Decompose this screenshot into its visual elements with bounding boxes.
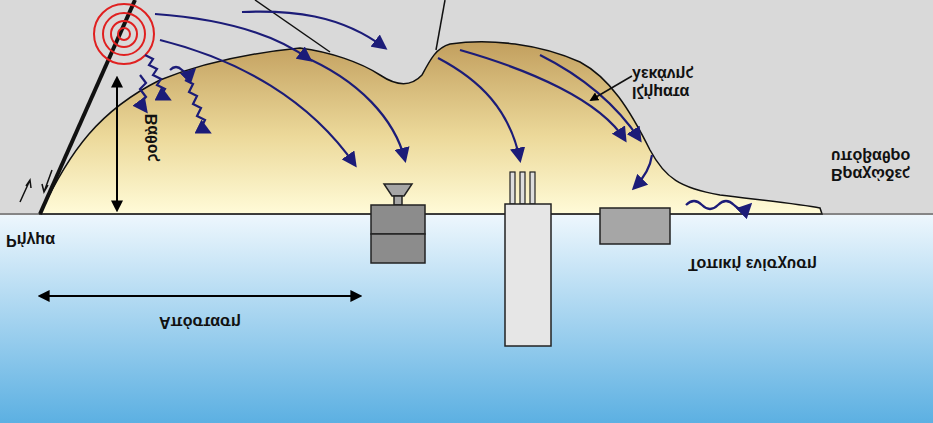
- rock-edge: [255, 0, 330, 52]
- slip-arrow: [42, 170, 52, 192]
- depth-label: Βάθος: [143, 114, 161, 162]
- building-wide: [600, 208, 670, 244]
- distance-arrow: [40, 295, 360, 297]
- leader-line: [591, 76, 632, 100]
- distance-label: Απόσταση: [159, 313, 241, 331]
- building-tall: [505, 172, 551, 346]
- sediment-label: Ιζήματα λεκάνης: [632, 66, 712, 101]
- fault-label: Ρήγμα: [6, 231, 55, 249]
- bedrock: [0, 0, 933, 215]
- fault-line: [40, 0, 135, 214]
- depth-arrow: [116, 78, 118, 210]
- basin-sediments: [40, 42, 822, 214]
- slip-arrow: [20, 180, 31, 202]
- building-low: [371, 184, 425, 263]
- surface-line: [0, 214, 933, 215]
- bedrock-label: Βραχώδες υπόβαθρο: [831, 148, 921, 183]
- lower-ground: [0, 214, 933, 423]
- amplification-label: Τοπική ενίσχυση: [688, 255, 817, 273]
- seismic-waves: [140, 12, 750, 209]
- rock-edge: [436, 0, 445, 50]
